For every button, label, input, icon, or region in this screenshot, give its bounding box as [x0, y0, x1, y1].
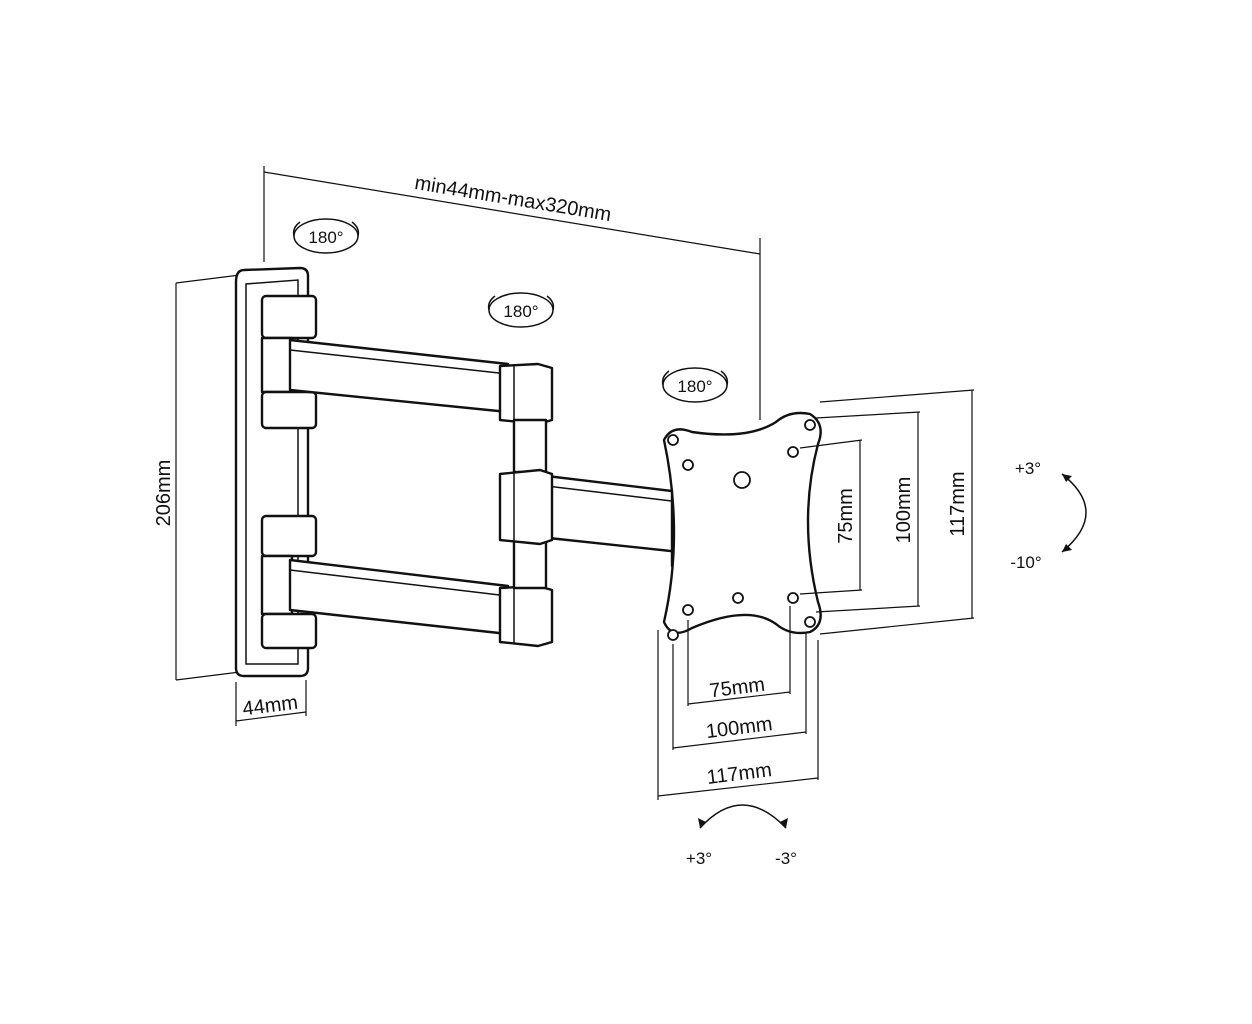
lower-arm [288, 534, 554, 648]
wall-plate-height-label: 206mm [153, 460, 175, 527]
vesa-inner-horizontal-label: 75mm [708, 674, 766, 703]
swivel-indicator: +3° -3° [686, 804, 797, 868]
vesa-plate [662, 411, 822, 641]
swivel-right-label: -3° [775, 849, 797, 868]
rotation-badge-wall: 180° [292, 218, 360, 254]
swivel-left-label: +3° [686, 849, 712, 868]
upper-arm [288, 338, 554, 474]
tilt-indicator: +3° -10° [1010, 459, 1087, 572]
wall-plate-depth-label: 44mm [241, 692, 299, 721]
vesa-inner-vertical-label: 75mm [835, 488, 857, 544]
wall-plate [234, 266, 318, 678]
rotation-label-arm: 180° [503, 302, 538, 321]
wall-plate-depth-dimension: 44mm [235, 680, 307, 726]
extension-label: min44mm-max320mm [413, 172, 613, 226]
rotation-badge-head: 180° [661, 367, 729, 403]
vesa-horizontal-dimensions: 75mm 100mm 117mm [657, 606, 819, 800]
rotation-badge-arm: 180° [487, 292, 555, 328]
rotation-label-wall: 180° [308, 228, 343, 247]
wall-plate-height-dimension: 206mm [153, 274, 241, 681]
vesa-mid-horizontal-label: 100mm [705, 713, 774, 743]
tilt-up-label: +3° [1015, 459, 1041, 478]
vesa-vertical-dimensions: 75mm 100mm 117mm [799, 389, 975, 635]
vesa-outer-vertical-label: 117mm [947, 471, 969, 536]
vesa-mid-vertical-label: 100mm [893, 477, 915, 544]
tilt-down-label: -10° [1010, 553, 1041, 572]
rotation-label-head: 180° [677, 377, 712, 396]
